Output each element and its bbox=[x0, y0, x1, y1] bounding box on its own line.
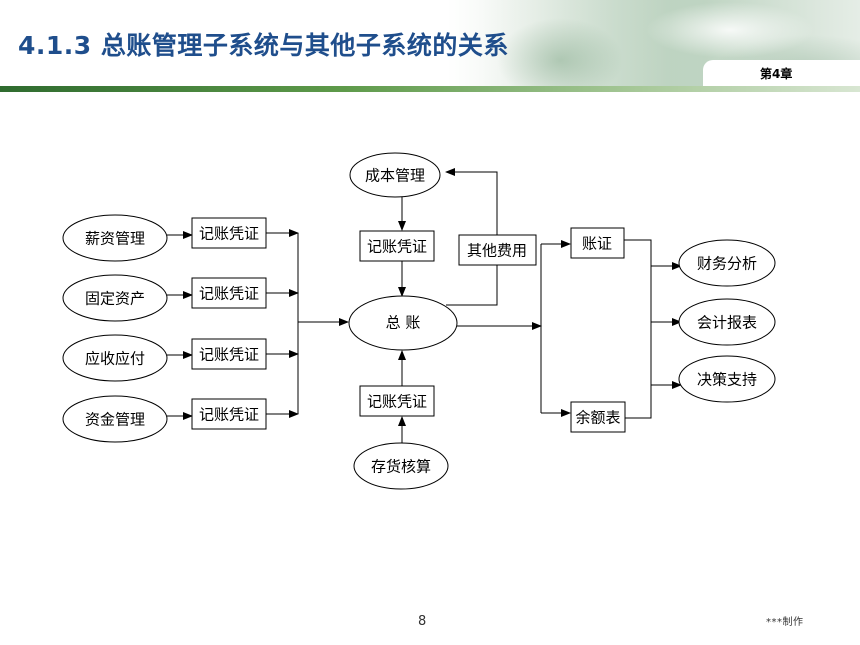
voucher-box-1: 记账凭证 bbox=[191, 217, 267, 249]
node-receivables-payables-label: 应收应付 bbox=[85, 350, 145, 368]
node-financial-analysis-label: 财务分析 bbox=[697, 255, 757, 273]
voucher-box-top-label: 记账凭证 bbox=[367, 238, 427, 256]
voucher-box-bottom-label: 记账凭证 bbox=[367, 393, 427, 411]
node-funds: 资金管理 bbox=[62, 395, 168, 443]
output-bus bbox=[624, 239, 652, 419]
center-to-other-expense bbox=[446, 265, 498, 306]
voucher-box-3-label: 记账凭证 bbox=[199, 346, 259, 364]
books-label: 账证 bbox=[582, 235, 612, 253]
other-expense-box: 其他费用 bbox=[458, 234, 537, 266]
node-inventory-label: 存货核算 bbox=[371, 458, 431, 476]
node-fixed-assets: 固定资产 bbox=[62, 274, 168, 322]
node-cost-management-label: 成本管理 bbox=[365, 167, 425, 185]
voucher-box-top: 记账凭证 bbox=[359, 230, 435, 262]
balance-sheet-box: 余额表 bbox=[570, 401, 626, 433]
footer-credit: ***制作 bbox=[766, 617, 804, 628]
node-salary: 薪资管理 bbox=[62, 214, 168, 262]
chapter-label: 第4章 bbox=[760, 67, 793, 81]
chapter-tab bbox=[703, 60, 860, 86]
node-accounting-reports-label: 会计报表 bbox=[697, 314, 757, 332]
voucher-box-2-label: 记账凭证 bbox=[199, 285, 259, 303]
node-accounting-reports: 会计报表 bbox=[678, 298, 776, 346]
node-fixed-assets-label: 固定资产 bbox=[85, 290, 145, 308]
books-box: 账证 bbox=[570, 227, 625, 259]
voucher-box-4: 记账凭证 bbox=[191, 398, 267, 430]
node-decision-support-label: 决策支持 bbox=[697, 371, 757, 389]
node-funds-label: 资金管理 bbox=[85, 411, 145, 429]
node-general-ledger-label: 总 账 bbox=[386, 314, 421, 332]
node-cost-management: 成本管理 bbox=[349, 152, 441, 198]
voucher-box-3: 记账凭证 bbox=[191, 338, 267, 370]
slide-title: 4.1.3 总账管理子系统与其他子系统的关系 bbox=[18, 31, 509, 60]
header-divider bbox=[0, 86, 860, 92]
node-decision-support: 决策支持 bbox=[678, 355, 776, 403]
node-receivables-payables: 应收应付 bbox=[62, 334, 168, 382]
other-expense-to-cost bbox=[445, 168, 498, 235]
voucher-box-4-label: 记账凭证 bbox=[199, 406, 259, 424]
voucher-box-2: 记账凭证 bbox=[191, 277, 267, 309]
node-financial-analysis: 财务分析 bbox=[678, 239, 776, 287]
voucher-box-bottom: 记账凭证 bbox=[359, 385, 435, 417]
balance-sheet-label: 余额表 bbox=[575, 409, 620, 427]
voucher-box-1-label: 记账凭证 bbox=[199, 225, 259, 243]
page-number: 8 bbox=[418, 614, 427, 629]
node-salary-label: 薪资管理 bbox=[85, 230, 145, 248]
node-inventory: 存货核算 bbox=[353, 442, 449, 490]
slide-header: 4.1.3 总账管理子系统与其他子系统的关系 第4章 bbox=[0, 0, 860, 92]
other-expense-label: 其他费用 bbox=[467, 242, 527, 260]
node-general-ledger: 总 账 bbox=[348, 295, 458, 351]
